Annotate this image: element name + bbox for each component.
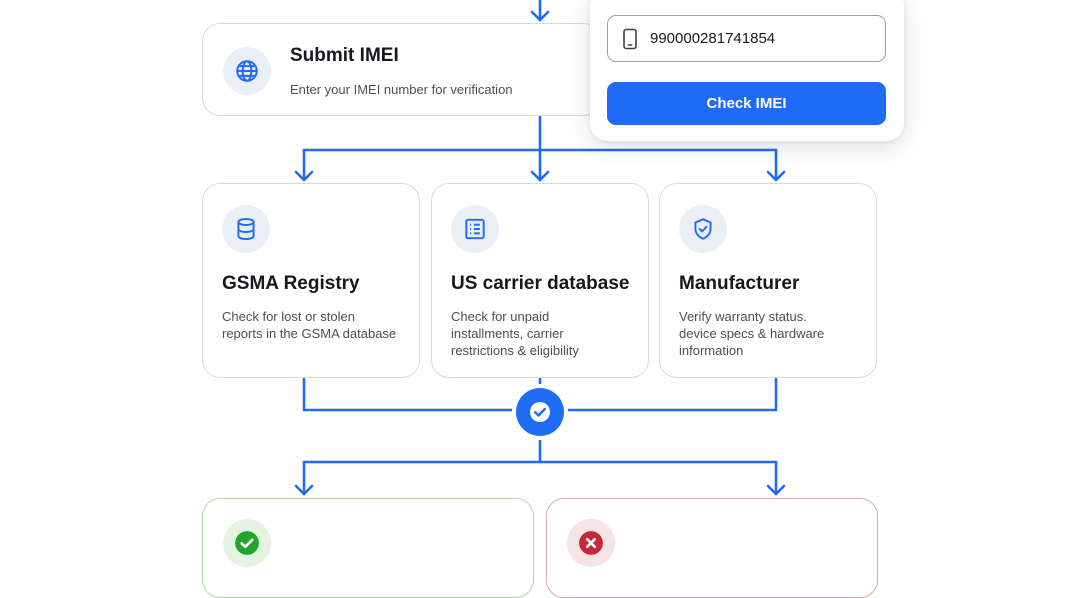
- database-icon: [222, 205, 270, 253]
- gsma-registry-card: GSMA Registry Check for lost or stolen r…: [202, 183, 420, 378]
- submit-description: Enter your IMEI number for verification: [290, 82, 513, 97]
- imei-checker-panel: Check IMEI: [590, 0, 904, 141]
- arrowhead-manufacturer: [766, 170, 786, 182]
- manufacturer-card: Manufacturer Verify warranty status. dev…: [659, 183, 877, 378]
- check-imei-button[interactable]: Check IMEI: [607, 82, 886, 125]
- manufacturer-title: Manufacturer: [679, 273, 800, 294]
- success-check-icon: [223, 519, 271, 567]
- imei-field[interactable]: [607, 15, 886, 62]
- arrowhead-carrier: [530, 170, 550, 182]
- flow-connectors: [294, 0, 786, 496]
- connector-merge-right: [562, 377, 778, 412]
- shield-check-icon: [679, 205, 727, 253]
- arrowhead-success: [294, 484, 314, 496]
- gsma-description: Check for lost or stolen reports in the …: [222, 309, 397, 341]
- manufacturer-description: Verify warranty status. device specs & h…: [679, 309, 825, 358]
- result-fail-card: [546, 498, 878, 598]
- phone-icon: [622, 28, 638, 50]
- us-carrier-database-card: US carrier database Check for unpaid ins…: [431, 183, 649, 378]
- arrowhead-gsma: [294, 170, 314, 182]
- globe-icon: [223, 47, 271, 95]
- submit-imei-card: Submit IMEI Enter your IMEI number for v…: [202, 23, 602, 116]
- carrier-title: US carrier database: [451, 273, 630, 294]
- submit-title: Submit IMEI: [290, 45, 399, 66]
- gsma-title: GSMA Registry: [222, 273, 360, 294]
- check-icon: [530, 402, 550, 422]
- result-success-card: [202, 498, 534, 598]
- list-icon: [451, 205, 499, 253]
- error-x-icon: [567, 519, 615, 567]
- verify-check-node: [516, 388, 564, 436]
- imei-input[interactable]: [650, 30, 870, 47]
- carrier-description: Check for unpaid installments, carrier r…: [451, 309, 579, 358]
- connector-merge-left: [302, 377, 518, 412]
- arrowhead-top: [530, 10, 550, 22]
- arrowhead-fail: [766, 484, 786, 496]
